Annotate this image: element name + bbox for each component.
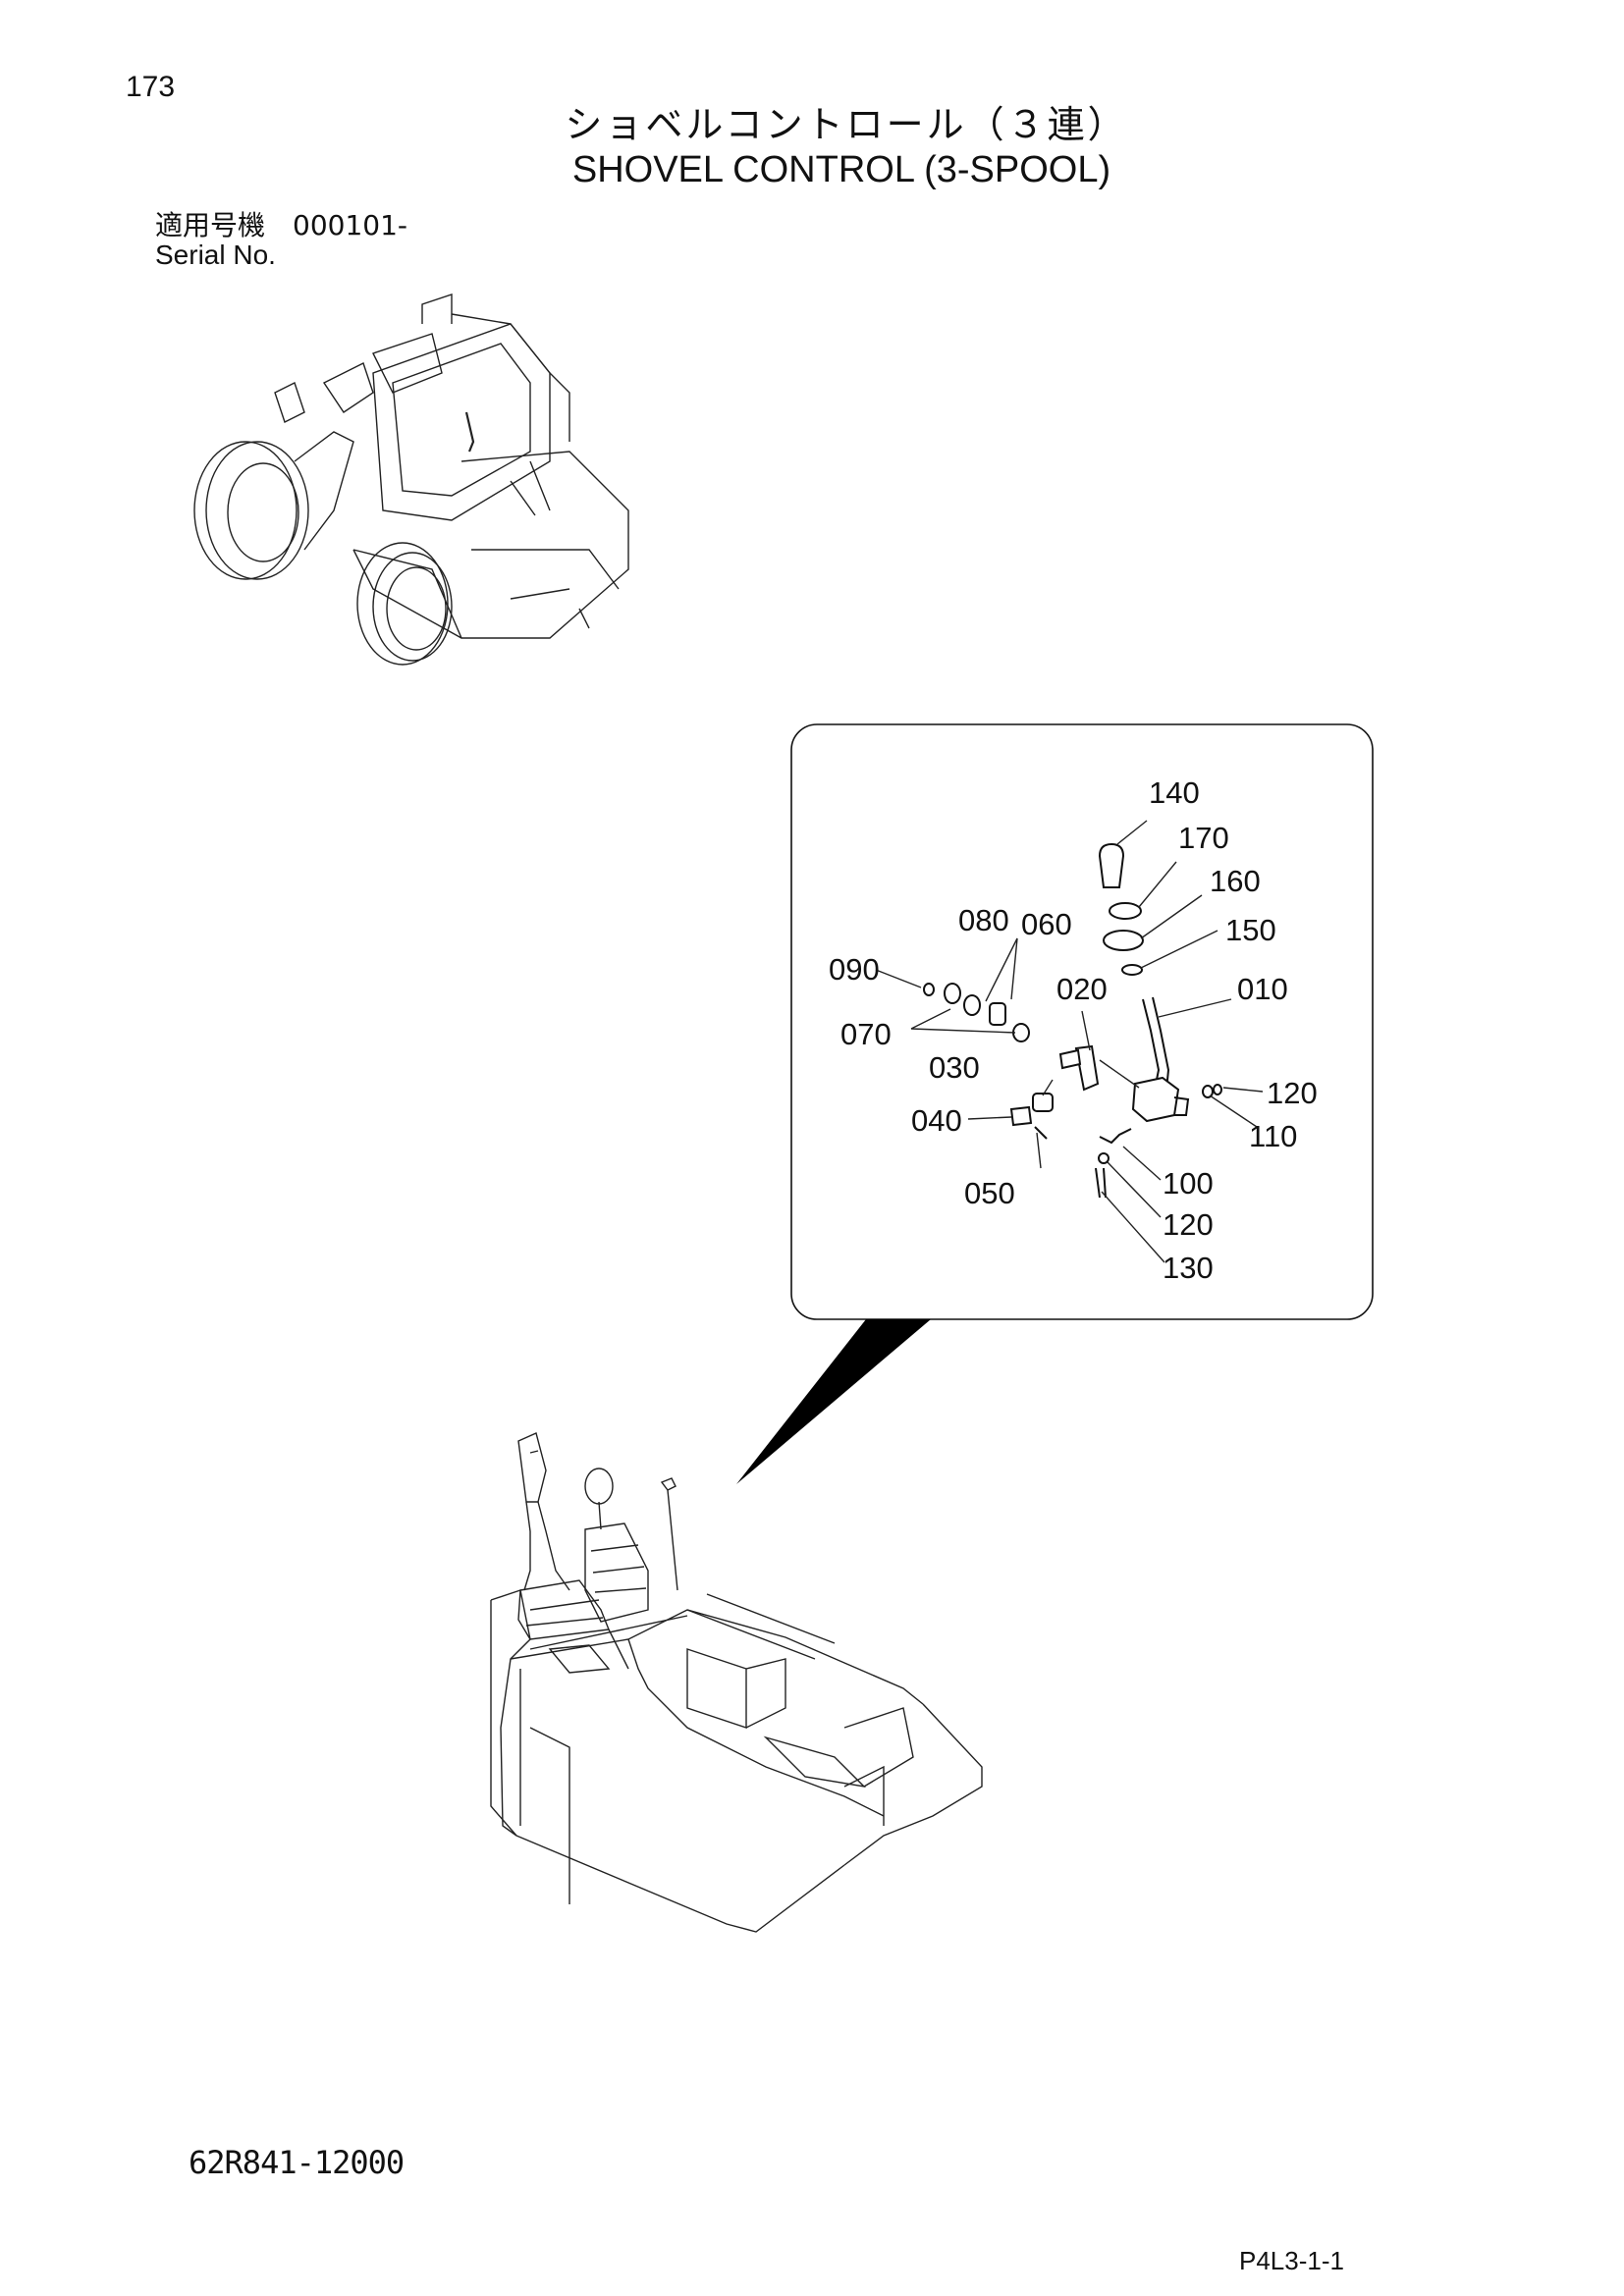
label-130: 130	[1163, 1251, 1214, 1285]
page-number: 173	[126, 71, 176, 103]
title-japanese: ショベルコントロール（３連）	[565, 103, 1128, 146]
control-console-illustration	[490, 1432, 983, 1933]
label-100: 100	[1163, 1166, 1214, 1201]
label-060: 060	[1021, 907, 1072, 941]
serial-label-english: Serial No.	[155, 240, 276, 270]
label-020: 020	[1056, 972, 1108, 1006]
label-040: 040	[911, 1103, 962, 1138]
label-170: 170	[1178, 821, 1229, 855]
label-120-upper: 120	[1267, 1076, 1318, 1110]
lever-assembly	[923, 842, 1222, 1199]
label-160: 160	[1210, 864, 1261, 898]
detail-callout	[736, 723, 1374, 1484]
label-070: 070	[840, 1017, 892, 1051]
wheel-loader-illustration	[193, 294, 629, 666]
leader-lines	[875, 820, 1264, 1263]
label-090: 090	[829, 952, 880, 987]
label-080: 080	[958, 903, 1009, 937]
label-110: 110	[1249, 1119, 1297, 1153]
label-030: 030	[929, 1050, 980, 1085]
label-010: 010	[1237, 972, 1288, 1006]
part-labels: 140 170 160 150 080 060 090 020 010 070 …	[829, 775, 1318, 1285]
label-120-lower: 120	[1163, 1207, 1214, 1242]
serial-label-japanese: 適用号機 000101-	[155, 209, 407, 241]
label-050: 050	[964, 1176, 1015, 1210]
page-reference: P4L3-1-1	[1239, 2246, 1344, 2275]
part-code: 62R841-12000	[189, 2144, 405, 2181]
label-140: 140	[1149, 775, 1200, 810]
title-english: SHOVEL CONTROL (3-SPOOL)	[571, 149, 1111, 190]
label-150: 150	[1225, 913, 1276, 947]
